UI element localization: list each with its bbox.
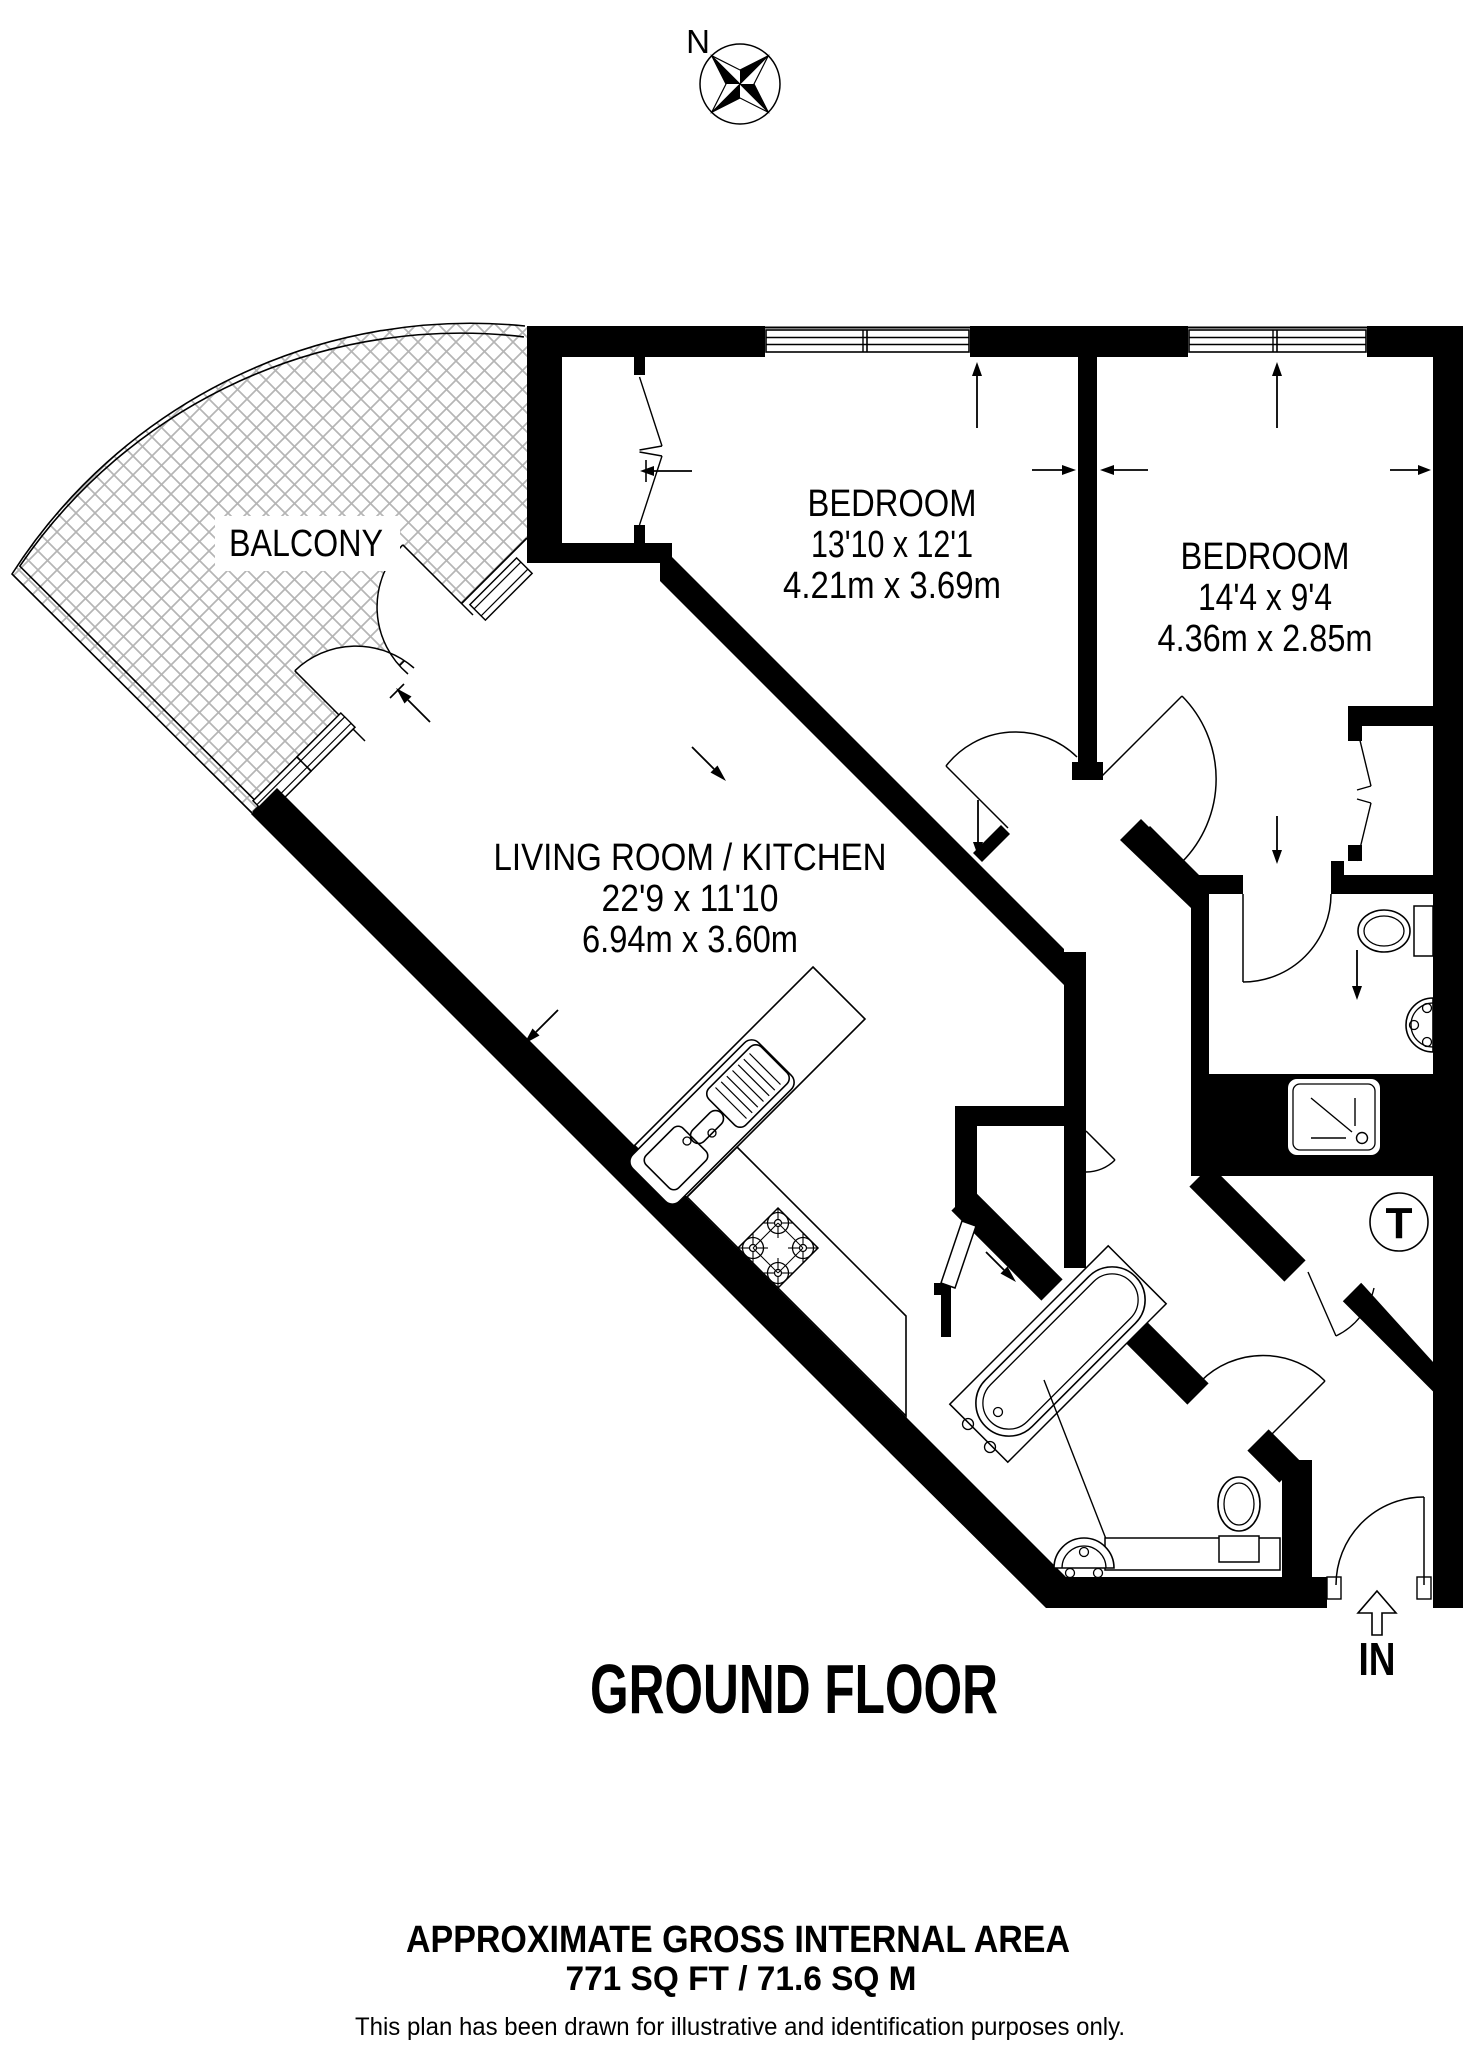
svg-text:4.21m x 3.69m: 4.21m x 3.69m xyxy=(783,565,1001,607)
svg-text:This plan has been drawn for i: This plan has been drawn for illustrativ… xyxy=(355,2013,1125,2041)
svg-text:22'9 x 11'10: 22'9 x 11'10 xyxy=(602,878,779,920)
svg-text:BALCONY: BALCONY xyxy=(229,523,383,565)
svg-text:T: T xyxy=(1386,1199,1413,1248)
svg-text:BEDROOM: BEDROOM xyxy=(808,483,977,525)
svg-text:N: N xyxy=(686,23,710,60)
svg-text:GROUND FLOOR: GROUND FLOOR xyxy=(590,1650,998,1728)
svg-text:13'10 x 12'1: 13'10 x 12'1 xyxy=(811,524,973,566)
svg-text:BEDROOM: BEDROOM xyxy=(1181,536,1350,578)
svg-text:LIVING ROOM / KITCHEN: LIVING ROOM / KITCHEN xyxy=(494,837,887,879)
svg-text:APPROXIMATE GROSS INTERNAL ARE: APPROXIMATE GROSS INTERNAL AREA xyxy=(406,1919,1070,1961)
svg-text:6.94m x 3.60m: 6.94m x 3.60m xyxy=(582,919,798,961)
svg-text:4.36m x 2.85m: 4.36m x 2.85m xyxy=(1158,618,1373,660)
svg-text:14'4 x 9'4: 14'4 x 9'4 xyxy=(1198,577,1332,619)
svg-text:771 SQ FT / 71.6 SQ M: 771 SQ FT / 71.6 SQ M xyxy=(566,1960,917,1998)
svg-text:IN: IN xyxy=(1359,1633,1396,1685)
